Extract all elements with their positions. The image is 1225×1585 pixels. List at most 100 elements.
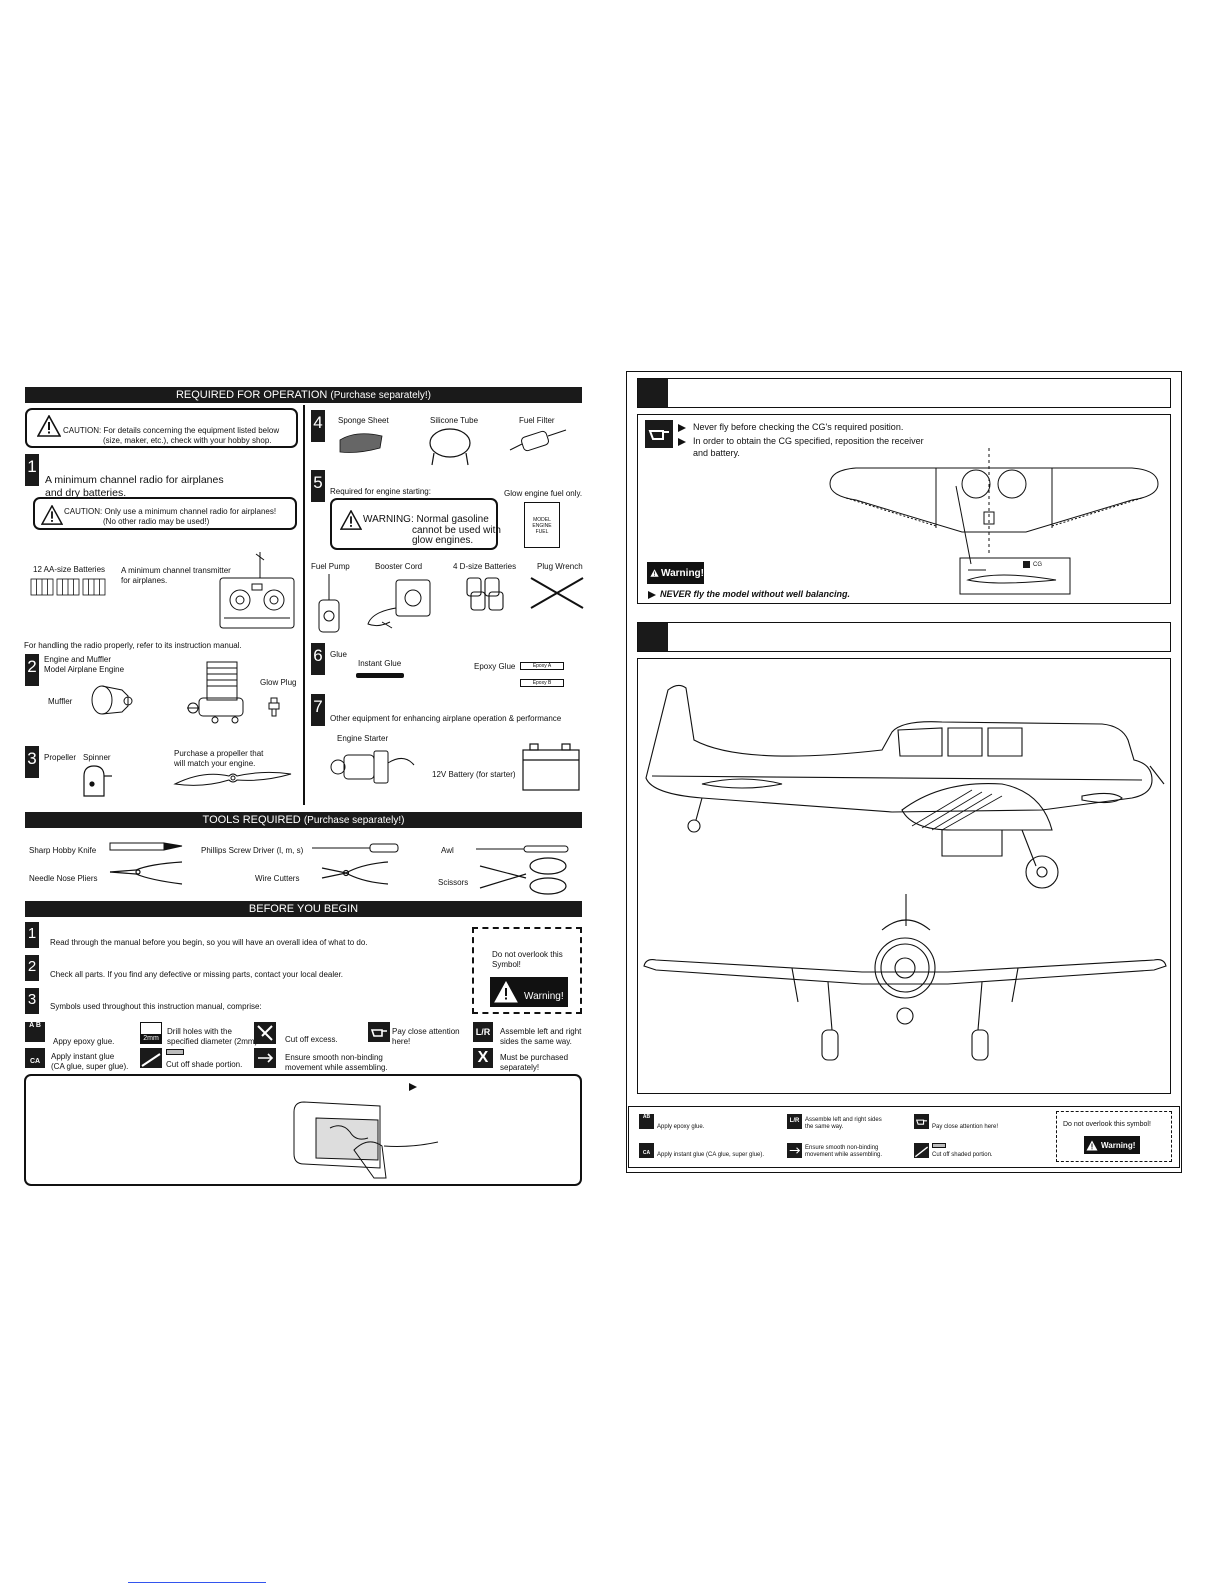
d-batteries-label: 4 D-size Batteries xyxy=(453,562,517,571)
begin-number-3: 3 xyxy=(25,988,39,1014)
instant-glue-icon: CA xyxy=(25,1048,45,1068)
arrow-right-icon xyxy=(409,1083,417,1091)
epoxy-b-tube: Epoxy B xyxy=(520,679,564,687)
warning-triangle-icon xyxy=(340,510,362,530)
step-number-1: 1 xyxy=(25,454,39,486)
symbol-assemble-1: Assemble left and right xyxy=(500,1027,582,1036)
glow-plug-label: Glow Plug xyxy=(260,678,297,687)
warning-gasoline-3: glow engines. xyxy=(412,535,474,546)
engine-icon xyxy=(187,661,244,724)
smooth-movement-icon xyxy=(254,1048,276,1068)
assemble-lr-icon: L/R xyxy=(787,1114,802,1129)
step-number-2: 2 xyxy=(25,654,39,686)
arrow-right-icon xyxy=(648,591,656,599)
footer-link-underline[interactable] xyxy=(128,1582,266,1583)
symbol-drill-2: specified diameter (2mm). xyxy=(167,1037,260,1046)
scissors-icon xyxy=(479,857,567,895)
begin-step-3: Symbols used throughout this instruction… xyxy=(50,1002,262,1011)
symbol-assemble-2: sides the same way. xyxy=(500,1037,572,1046)
tools-required-header: TOOLS REQUIRED (Purchase separately!) xyxy=(25,812,582,828)
awl-label: Awl xyxy=(441,846,454,855)
symbol-instant-1: Apply instant glue xyxy=(51,1052,115,1061)
tools-title: TOOLS REQUIRED xyxy=(202,814,301,826)
instant-glue-label: Instant Glue xyxy=(358,659,402,668)
plug-wrench-icon xyxy=(530,577,584,609)
instant-glue-icon xyxy=(356,673,404,678)
symbol-smooth-2: movement while assembling. xyxy=(285,1063,388,1072)
arrow-right-icon xyxy=(678,424,686,432)
begin-title: BEFORE YOU BEGIN xyxy=(248,903,359,915)
step-number-5: 5 xyxy=(311,470,325,502)
wire-cutters-icon xyxy=(321,861,389,885)
legend-smooth-1: Ensure smooth non-binding xyxy=(805,1145,879,1151)
arrow-right-icon xyxy=(678,438,686,446)
legend-smooth-2: movement while assembling. xyxy=(805,1152,883,1158)
begin-step-1: Read through the manual before you begin… xyxy=(50,938,368,947)
glow-plug-icon xyxy=(268,697,280,717)
cg-section-header xyxy=(637,378,1171,408)
booster-cord-label: Booster Cord xyxy=(375,562,423,571)
caution1-line1: CAUTION: For details concerning the equi… xyxy=(63,426,280,435)
sponge-icon xyxy=(339,433,383,453)
epoxy-a-text: Epoxy A xyxy=(532,663,552,669)
header-sub: (Purchase separately!) xyxy=(330,390,432,401)
plug-wrench-label: Plug Wrench xyxy=(537,562,583,571)
attention-hand-icon xyxy=(914,1114,929,1129)
wing-cg-diagram xyxy=(829,448,1159,595)
iron-covering-illustration xyxy=(293,1101,439,1179)
glow-fuel-label: Glow engine fuel only. xyxy=(504,489,583,498)
caution-box-1: CAUTION: For details concerning the equi… xyxy=(25,408,298,448)
awl-icon xyxy=(476,845,569,853)
item2-line2: Model Airplane Engine xyxy=(44,665,125,674)
warning-triangle-icon xyxy=(650,569,659,577)
header-title: REQUIRED FOR OPERATION xyxy=(175,389,328,401)
cg-section-body xyxy=(637,414,1171,604)
symbol-attention-2: here! xyxy=(392,1037,411,1046)
fuel-can-text-2: ENGINE xyxy=(532,523,552,529)
fuel-can-icon: MODEL ENGINE FUEL xyxy=(524,502,560,548)
cg-label: CG xyxy=(1033,562,1042,568)
silicone-label: Silicone Tube xyxy=(430,416,479,425)
assemble-lr-icon: L/R xyxy=(473,1022,493,1042)
required-for-operation-header: REQUIRED FOR OPERATION (Purchase separat… xyxy=(25,387,582,403)
fuel-pump-label: Fuel Pump xyxy=(311,562,350,571)
transmitter-label-1: A minimum channel transmitter xyxy=(121,566,231,575)
other-equipment-label: Other equipment for enhancing airplane o… xyxy=(330,714,562,723)
symbol-instant-2: (CA glue, super glue). xyxy=(51,1062,129,1071)
right-page-frame xyxy=(626,371,1182,1173)
hobby-knife-label: Sharp Hobby Knife xyxy=(29,846,97,855)
engine-starter-label: Engine Starter xyxy=(337,734,389,743)
drill-hole-icon: 2mm xyxy=(140,1022,162,1044)
d-batteries-icon xyxy=(466,577,504,611)
cg-section-number xyxy=(638,379,668,407)
needle-nose-pliers-icon xyxy=(109,861,183,885)
transmitter-icon xyxy=(219,552,295,629)
epoxy-glue-icon: A B xyxy=(25,1022,45,1042)
propeller-icon xyxy=(173,771,292,786)
legend-shade-swatch xyxy=(932,1143,946,1148)
overlook-symbol-box: Do not overlook this Symbol! Warning! xyxy=(472,927,582,1014)
airplane-section-header xyxy=(637,622,1171,652)
symbol-purchase-2: separately! xyxy=(500,1063,540,1072)
tools-sub: (Purchase separately!) xyxy=(303,815,405,826)
item1-line1: A minimum channel radio for airplanes xyxy=(45,474,224,486)
symbol-cut: Cut off excess. xyxy=(285,1035,338,1044)
caution1-line2: (size, maker, etc.), check with your hob… xyxy=(103,436,272,445)
legend-assemble-2: the same way. xyxy=(805,1124,844,1130)
before-you-begin-header: BEFORE YOU BEGIN xyxy=(25,901,582,917)
fuel-can-text-3: FUEL xyxy=(535,529,549,535)
begin-step-2: Check all parts. If you find any defecti… xyxy=(50,970,344,979)
covering-tip-box xyxy=(24,1074,582,1186)
radio-note: For handling the radio properly, refer t… xyxy=(24,641,242,650)
shade-cut-icon xyxy=(140,1048,162,1068)
symbol-drill-1: Drill holes with the xyxy=(167,1027,232,1036)
attention-hand-icon xyxy=(368,1022,390,1042)
booster-cord-icon xyxy=(367,579,431,629)
legend-assemble-1: Assemble left and right sides xyxy=(805,1117,882,1123)
warning-gasoline-box: WARNING: Normal gasoline cannot be used … xyxy=(330,498,501,550)
symbol-shade: Cut off shade portion. xyxy=(166,1060,243,1069)
cg-warning-badge: Warning! xyxy=(647,562,704,584)
epoxy-b-text: Epoxy B xyxy=(532,680,552,686)
glue-label: Glue xyxy=(330,650,347,659)
begin-number-2: 2 xyxy=(25,955,39,981)
